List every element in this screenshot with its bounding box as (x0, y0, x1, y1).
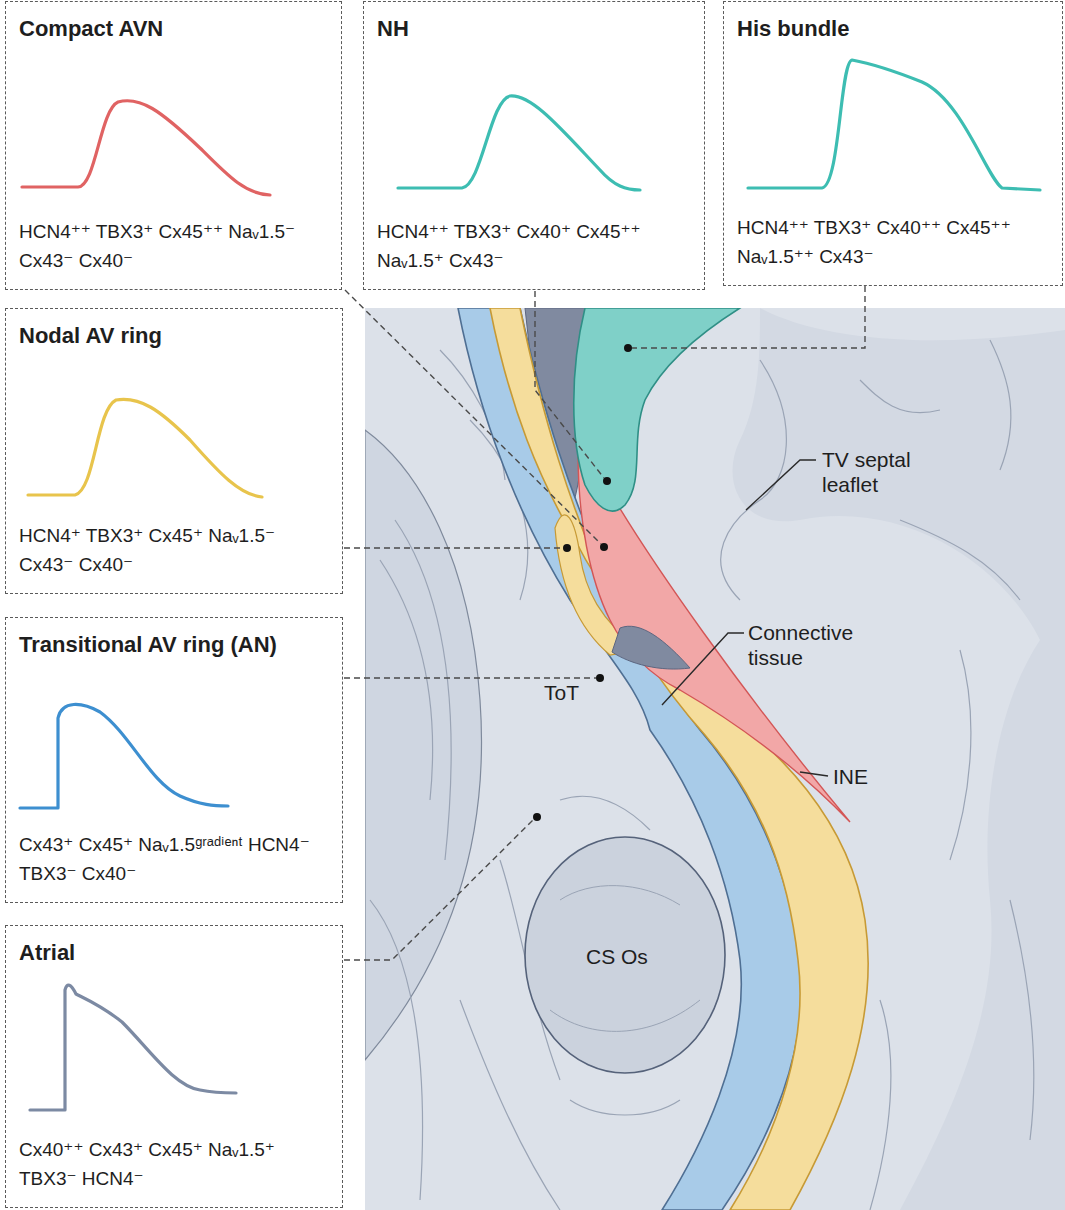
anatomy-label: ToT (544, 680, 624, 705)
marker-list: Cx43⁺ Cx45⁺ Naᵥ1.5ᵍʳᵃᵈⁱᵉⁿᵗ HCN4⁻ TBX3⁻ C… (19, 830, 334, 888)
marker-box: NH HCN4⁺⁺ TBX3⁺ Cx40⁺ Cx45⁺⁺ Naᵥ1.5⁺ Cx43… (363, 1, 705, 290)
region-heading: Compact AVN (19, 16, 163, 42)
marker-list: HCN4⁺⁺ TBX3⁺ Cx45⁺⁺ Naᵥ1.5⁻ Cx43⁻ Cx40⁻ (19, 217, 333, 275)
anatomy-label: INE (833, 764, 913, 789)
marker-list: HCN4⁺⁺ TBX3⁺ Cx40⁺ Cx45⁺⁺ Naᵥ1.5⁺ Cx43⁻ (377, 217, 696, 275)
region-heading: His bundle (737, 16, 849, 42)
marker-list: Cx40⁺⁺ Cx43⁺ Cx45⁺ Naᵥ1.5⁺ TBX3⁻ HCN4⁻ (19, 1135, 334, 1193)
anatomy-label: Connective tissue (748, 620, 908, 670)
region-heading: Nodal AV ring (19, 323, 162, 349)
marker-box: AtrialCx40⁺⁺ Cx43⁺ Cx45⁺ Naᵥ1.5⁺ TBX3⁻ H… (5, 925, 343, 1208)
marker-box: Transitional AV ring (AN) Cx43⁺ Cx45⁺ Naᵥ… (5, 617, 343, 903)
marker-box: Nodal AV ringHCN4⁺ TBX3⁺ Cx45⁺ Naᵥ1.5⁻ C… (5, 308, 343, 594)
anatomy-label: TV septal leaflet (822, 447, 972, 497)
marker-list: HCN4⁺ TBX3⁺ Cx45⁺ Naᵥ1.5⁻ Cx43⁻ Cx40⁻ (19, 521, 334, 579)
marker-box: Compact AVN HCN4⁺⁺ TBX3⁺ Cx45⁺⁺ Naᵥ1.5⁻ C… (5, 1, 342, 290)
marker-box: His bundleHCN4⁺⁺ TBX3⁺ Cx40⁺⁺ Cx45⁺⁺ Naᵥ… (723, 1, 1063, 286)
marker-list: HCN4⁺⁺ TBX3⁺ Cx40⁺⁺ Cx45⁺⁺ Naᵥ1.5⁺⁺ Cx43… (737, 213, 1054, 271)
region-heading: Transitional AV ring (AN) (19, 632, 277, 658)
anatomy-label: CS Os (586, 944, 676, 969)
region-heading: NH (377, 16, 409, 42)
region-heading: Atrial (19, 940, 75, 966)
